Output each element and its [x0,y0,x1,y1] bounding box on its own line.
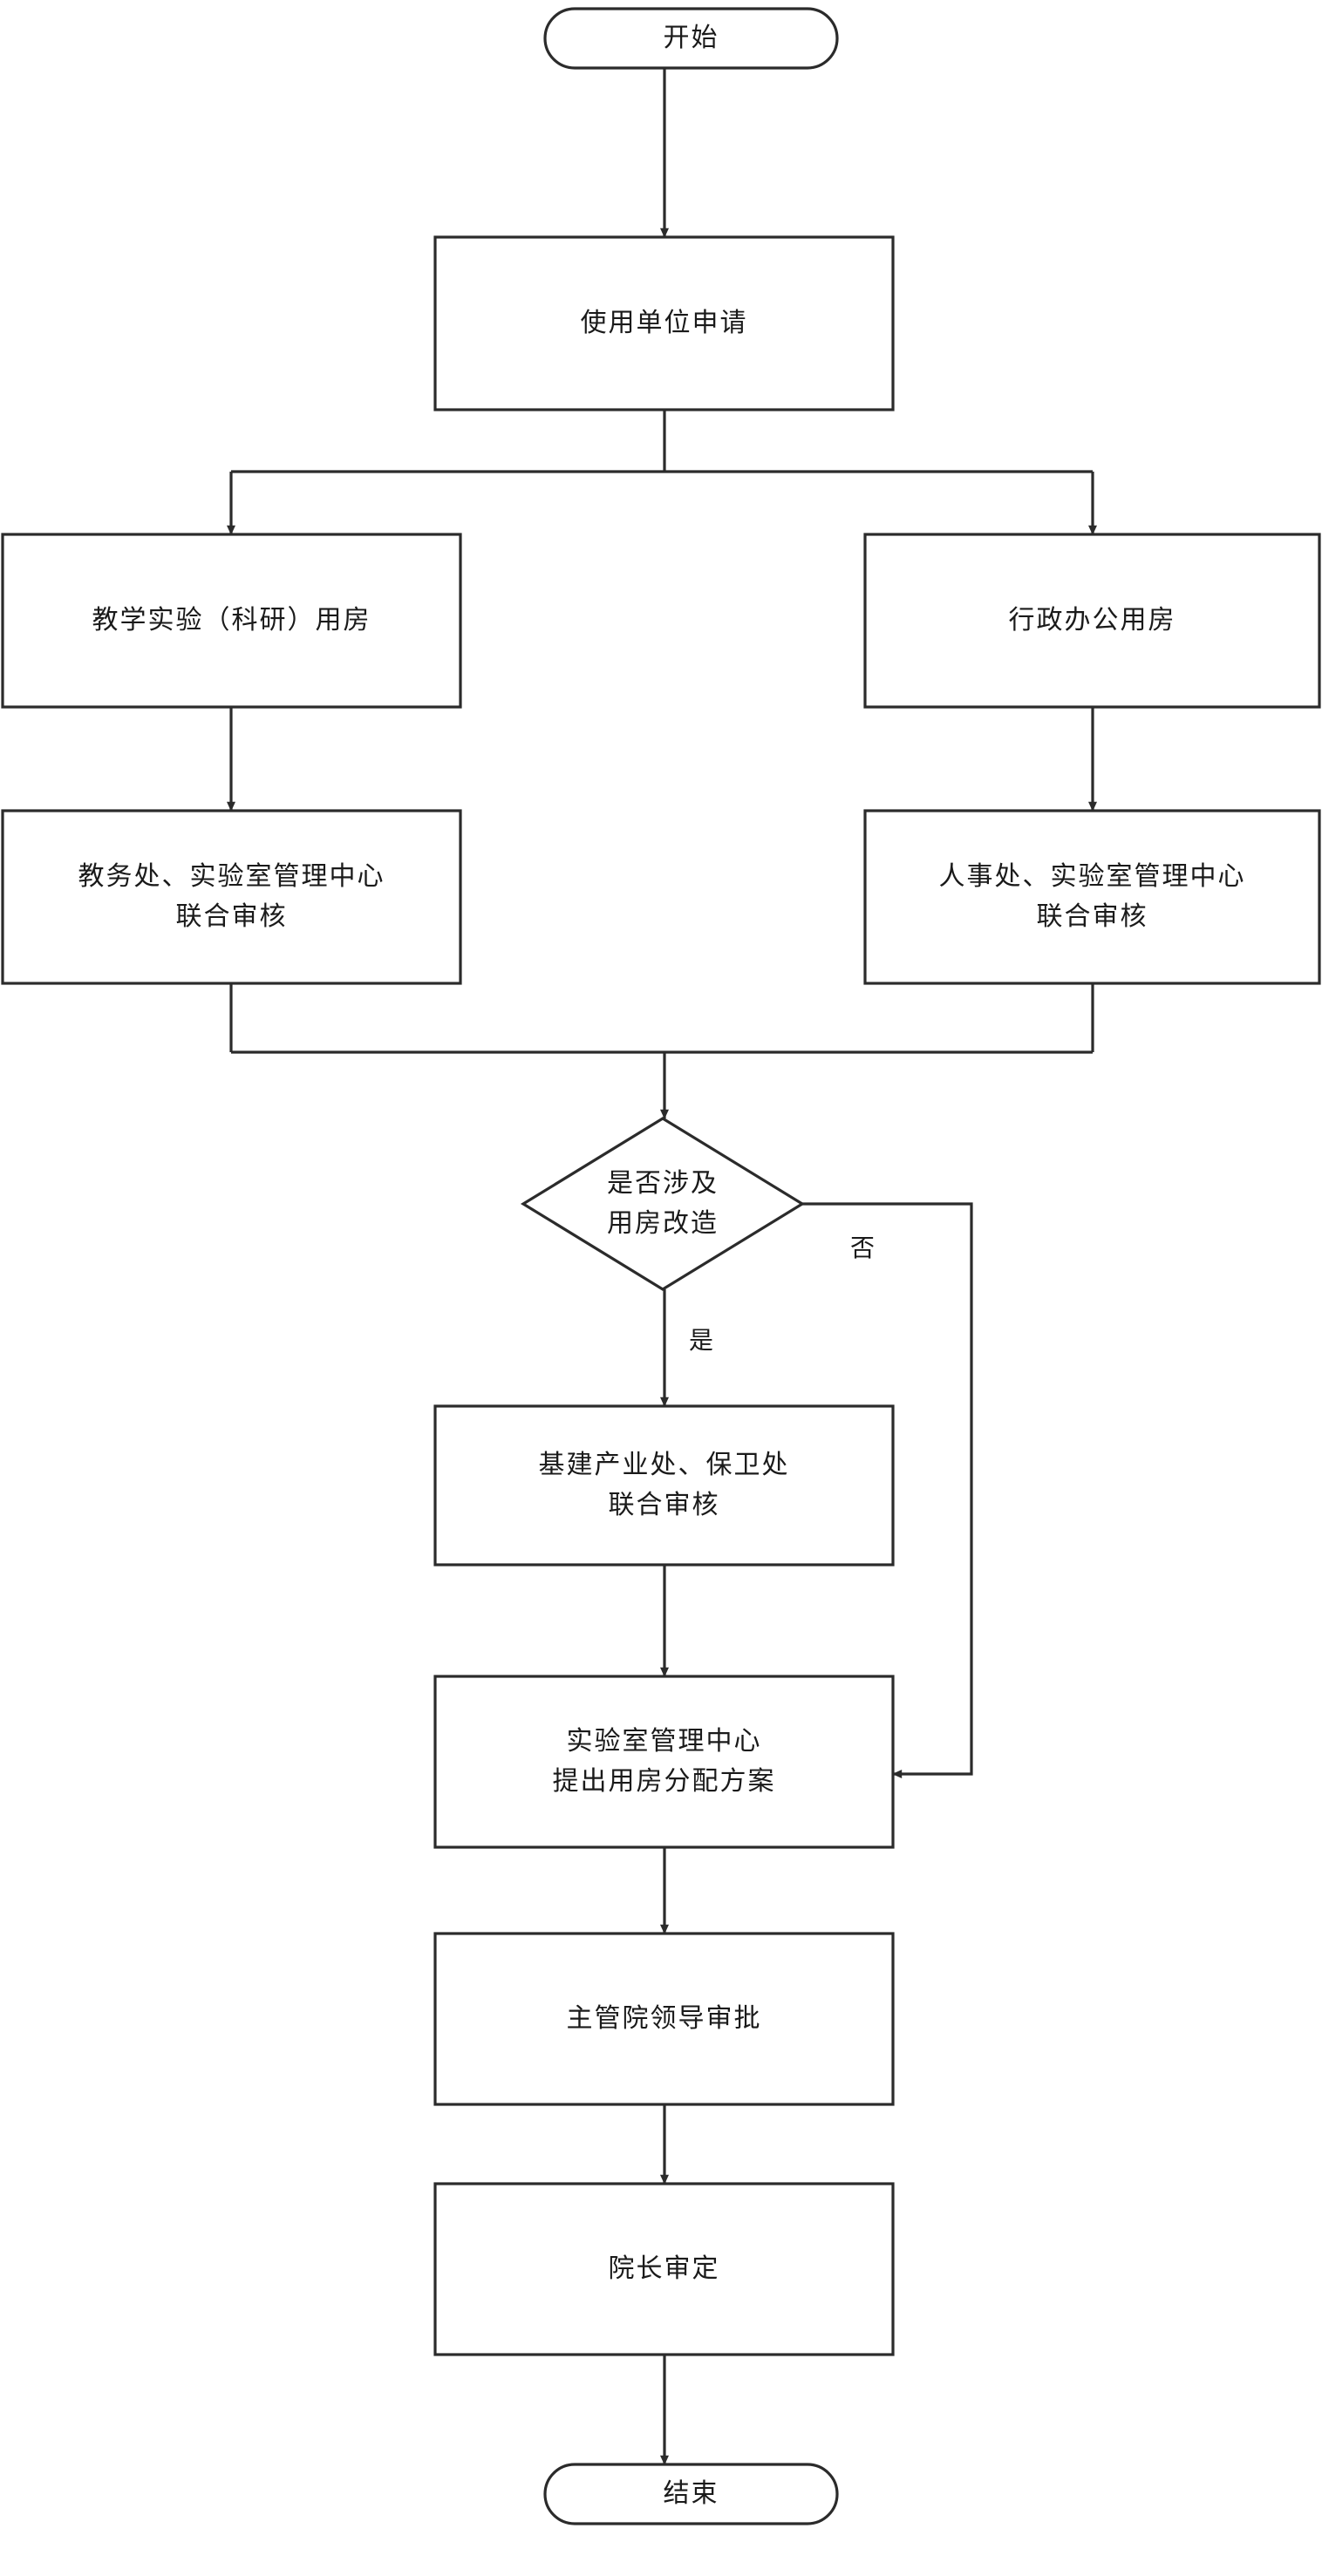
node-shape-leader-approval [433,1932,895,2106]
node-shape-president-approval [433,2182,895,2356]
node-hr-review[interactable] [865,811,1319,983]
node-shape-apply [433,235,895,411]
node-shape-academic-review [1,809,462,985]
edge-label-yes: 是 [689,1328,715,1355]
node-president-approval[interactable] [435,2184,893,2355]
node-admin-room[interactable] [865,534,1319,707]
node-shape-admin-room [863,533,1321,709]
edge-decision-no [802,1202,973,1778]
node-shape-infra-security-review [433,1404,895,1567]
node-shape-allocation-plan [433,1675,895,1849]
node-academic-review[interactable] [3,811,460,983]
node-shape-end [543,2463,839,2525]
node-shape-renovation-decision [520,1117,806,1291]
node-teaching-room[interactable] [3,534,460,707]
node-start[interactable] [545,9,837,68]
node-leader-approval[interactable] [435,1934,893,2104]
node-renovation-decision[interactable] [523,1118,802,1289]
node-apply[interactable] [435,237,893,410]
node-infra-security-review[interactable] [435,1406,893,1565]
node-end[interactable] [545,2464,837,2524]
node-allocation-plan[interactable] [435,1676,893,1847]
edge-label-no: 否 [850,1235,876,1262]
node-shape-start [543,7,839,70]
